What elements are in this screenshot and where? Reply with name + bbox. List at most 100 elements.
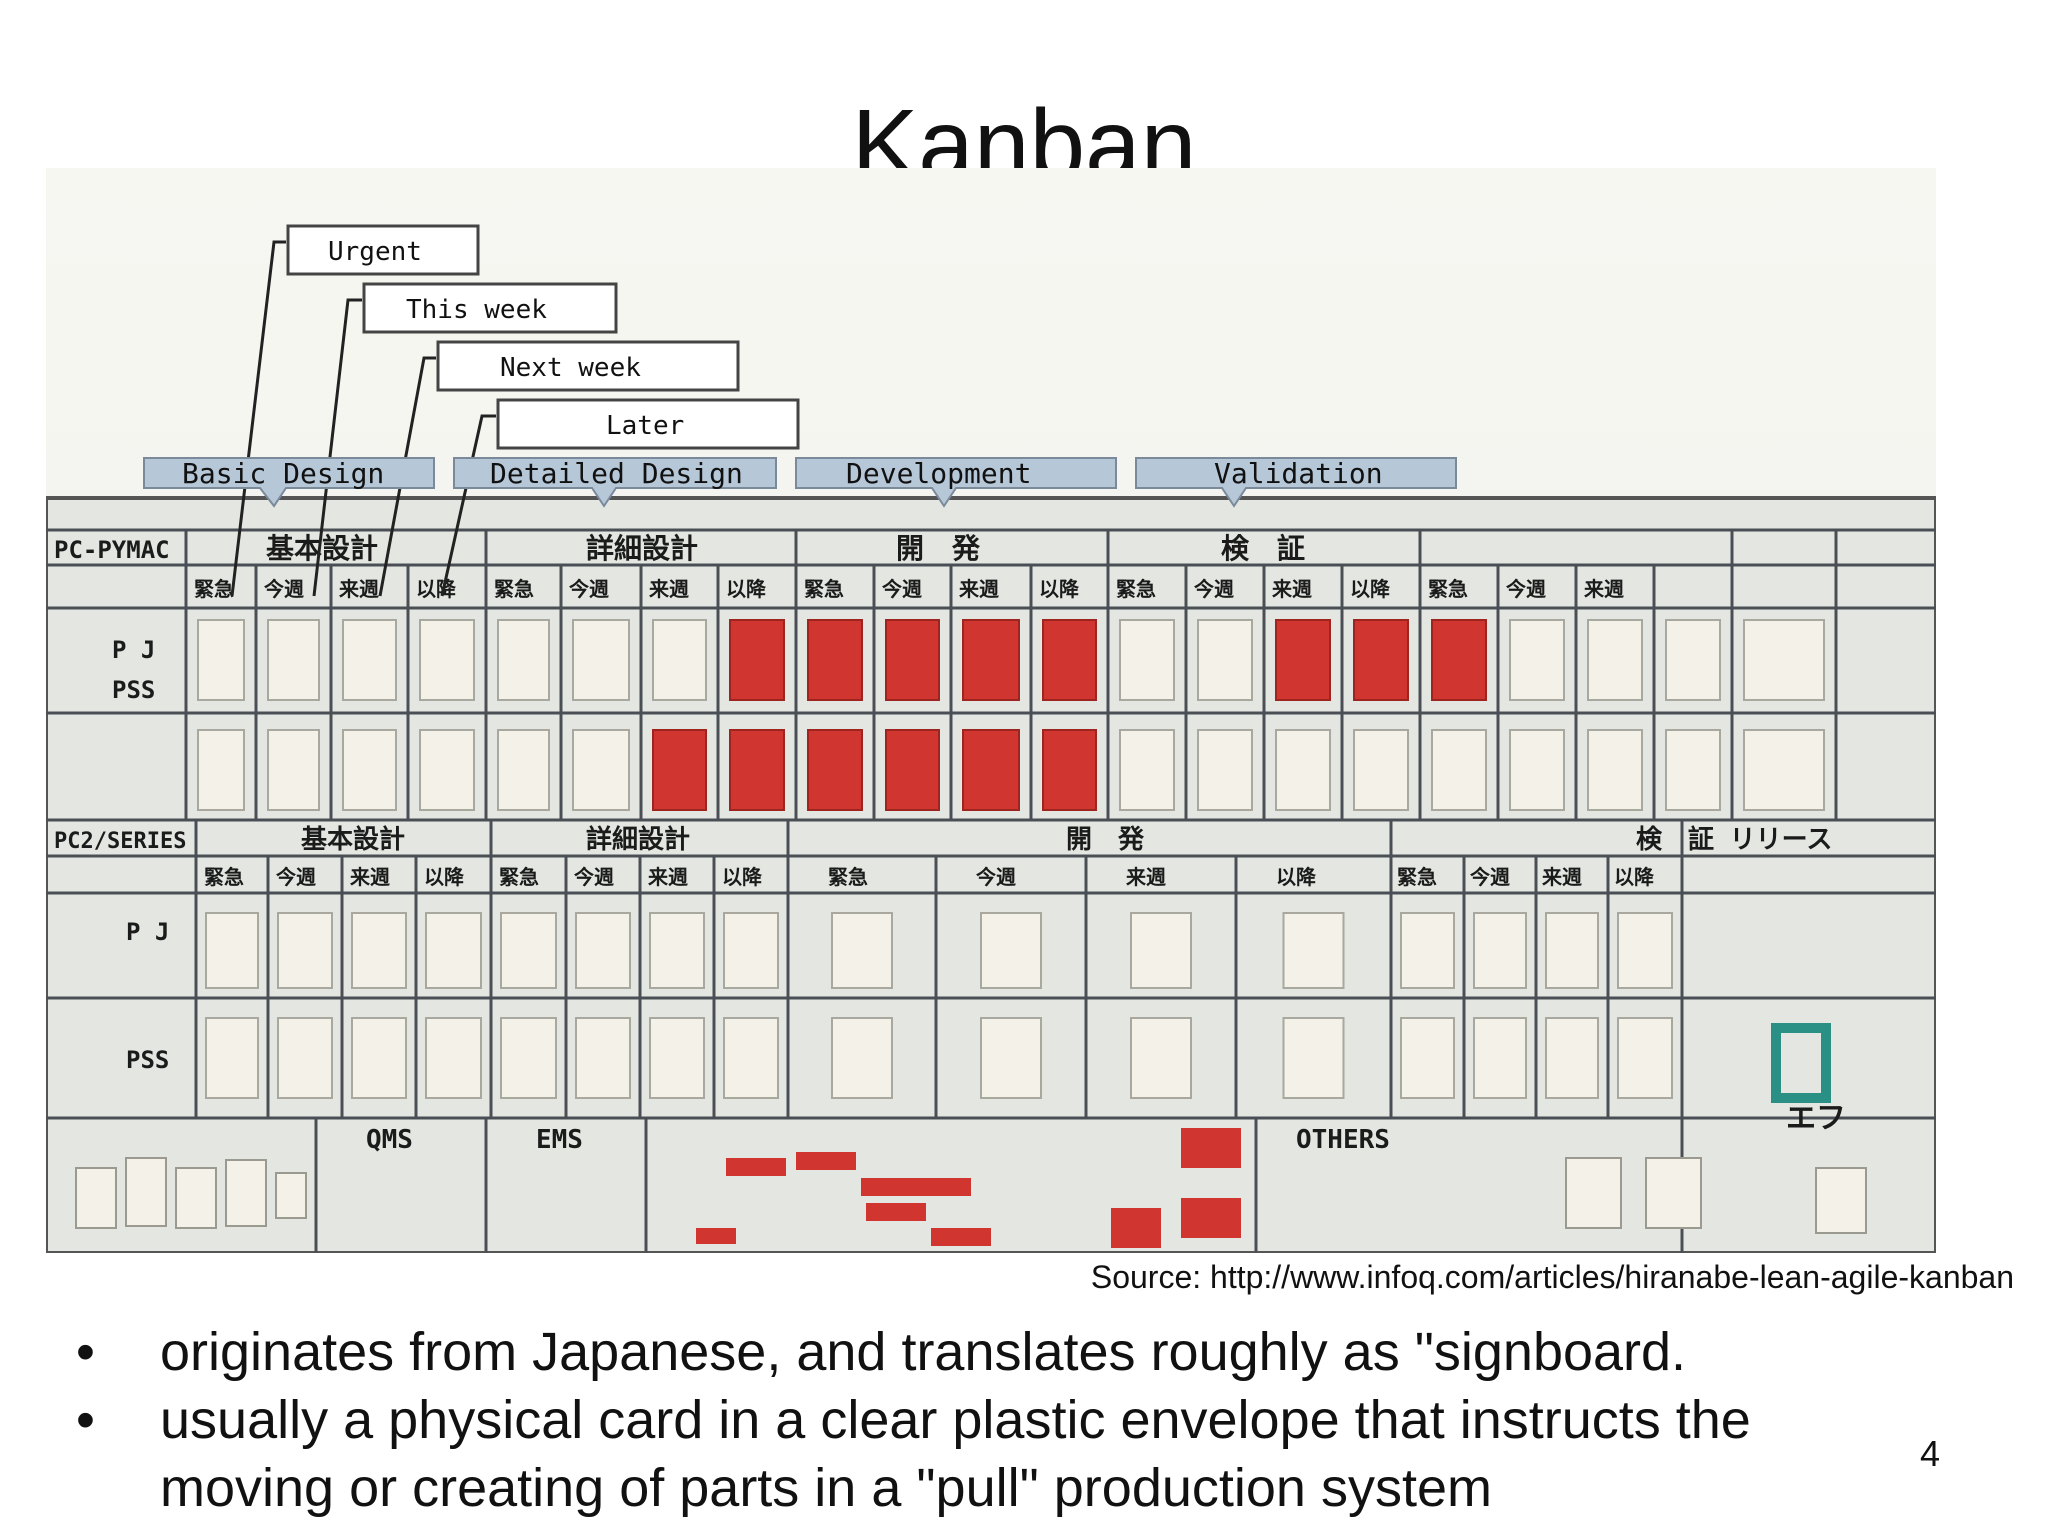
card-pocket	[197, 729, 245, 811]
red-card-pocket	[807, 619, 863, 701]
red-card-pocket	[885, 729, 940, 811]
card-pocket	[980, 1017, 1042, 1099]
red-card-pocket	[729, 619, 785, 701]
phase-callout-development: Development	[795, 457, 1117, 508]
phase-callout-basic-design: Basic Design	[143, 457, 435, 508]
red-card-pocket	[807, 729, 863, 811]
card-pocket	[1473, 1017, 1527, 1099]
card-pocket	[1431, 729, 1487, 811]
card-pocket	[500, 1017, 557, 1099]
card-pocket	[497, 729, 550, 811]
red-card-pocket	[1275, 619, 1331, 701]
card-pocket	[1197, 619, 1253, 701]
priority-header-label: 今週	[1194, 577, 1234, 601]
callout-this-week: This week	[362, 282, 618, 334]
row-header-pj-bottom: P J	[126, 918, 169, 946]
card-pocket	[1509, 729, 1565, 811]
red-status-tags	[696, 1128, 1241, 1248]
card-pocket	[500, 912, 557, 989]
priority-header-label: 今週	[264, 577, 304, 601]
card-pocket	[1665, 729, 1721, 811]
priority-header-label: 来週	[349, 865, 390, 889]
card-pocket	[1545, 1017, 1599, 1099]
card-pocket	[342, 729, 397, 811]
card-pocket	[205, 912, 259, 989]
phase-callout-development-label: Development	[846, 457, 1031, 490]
priority-header-label: 緊急	[828, 865, 868, 889]
card-pocket	[197, 619, 245, 701]
section-ems: EMS	[536, 1125, 583, 1155]
callout-urgent: Urgent	[286, 224, 480, 276]
card-pocket	[1119, 729, 1175, 811]
card-pocket	[205, 1017, 259, 1099]
bullet-text: originates from Japanese, and translates…	[160, 1322, 1687, 1382]
bullet-item: •originates from Japanese, and translate…	[76, 1318, 1876, 1386]
card-pocket	[342, 619, 397, 701]
red-card-pocket	[1042, 619, 1097, 701]
priority-header-label: 来週	[648, 577, 689, 601]
priority-header-label: 来週	[1583, 577, 1624, 601]
card-pocket	[267, 729, 320, 811]
priority-header-label: 緊急	[1116, 577, 1156, 601]
card-pocket	[1130, 1017, 1192, 1099]
phase-header-top-detailed: 詳細設計	[586, 532, 698, 565]
card-pocket	[1353, 729, 1409, 811]
page-number: 4	[1920, 1433, 1941, 1474]
card-pocket	[1400, 1017, 1455, 1099]
card-pocket	[831, 912, 893, 989]
card-pocket	[1545, 912, 1599, 989]
card-pocket	[277, 912, 333, 989]
card-pocket	[572, 619, 630, 701]
card-pocket	[1743, 729, 1825, 811]
red-card-pocket	[1042, 729, 1097, 811]
card-pocket	[649, 912, 705, 989]
priority-header-label: 緊急	[804, 577, 844, 601]
card-pocket	[980, 912, 1042, 989]
priority-header-label: 来週	[1125, 865, 1166, 889]
priority-header-label: 今週	[1470, 865, 1510, 889]
row-header-pss-bottom: PSS	[126, 1046, 169, 1074]
priority-header-label: 緊急	[494, 577, 534, 601]
priority-callouts: Urgent This week Next week Later	[286, 224, 800, 450]
card-pocket	[1587, 619, 1643, 701]
priority-header-label: 以降	[722, 865, 763, 889]
board-grid	[46, 528, 1936, 1253]
row-header-pj-top: P J	[112, 636, 155, 664]
phase-callout-basic-design-label: Basic Design	[182, 457, 384, 490]
card-pocket	[723, 912, 779, 989]
red-card-pocket	[729, 729, 785, 811]
priority-header-label: 今週	[569, 577, 609, 601]
card-pocket	[419, 729, 475, 811]
card-pocket	[425, 1017, 482, 1099]
phase-header-bottom-dev: 開 発	[1066, 825, 1145, 855]
card-pocket	[497, 619, 550, 701]
priority-header-label: 今週	[976, 865, 1016, 889]
kanban-board-photo: PC-PYMAC P J PSS PC2/SERIES P J PSS 基本設計…	[46, 168, 1936, 1253]
callout-next-week: Next week	[436, 340, 740, 392]
section-others: OTHERS	[1296, 1125, 1390, 1155]
priority-header-label: 来週	[1271, 577, 1312, 601]
priority-header-label: 以降	[424, 865, 465, 889]
red-card-pocket	[962, 619, 1020, 701]
card-pocket	[1119, 619, 1175, 701]
card-pocket	[1509, 619, 1565, 701]
card-pocket	[1617, 1017, 1673, 1099]
priority-header-label: 緊急	[1397, 865, 1437, 889]
priority-header-label: 今週	[574, 865, 614, 889]
teal-card-holder	[1771, 1023, 1831, 1103]
section-qms: QMS	[366, 1125, 413, 1155]
card-pocket	[575, 1017, 631, 1099]
card-pocket	[575, 912, 631, 989]
callout-urgent-label: Urgent	[328, 237, 422, 267]
card-pocket	[1617, 912, 1673, 989]
phase-callout-validation-label: Validation	[1214, 457, 1383, 490]
priority-header-label: 来週	[958, 577, 999, 601]
priority-header-label: 緊急	[194, 577, 234, 601]
row-header-pss-top: PSS	[112, 676, 155, 704]
phase-callout-detailed-design: Detailed Design	[453, 457, 777, 508]
callout-this-week-label: This week	[406, 295, 547, 325]
card-pocket	[1743, 619, 1825, 701]
callout-next-week-label: Next week	[500, 353, 641, 383]
card-pocket	[1282, 912, 1345, 989]
priority-header-label: 以降	[1614, 865, 1655, 889]
